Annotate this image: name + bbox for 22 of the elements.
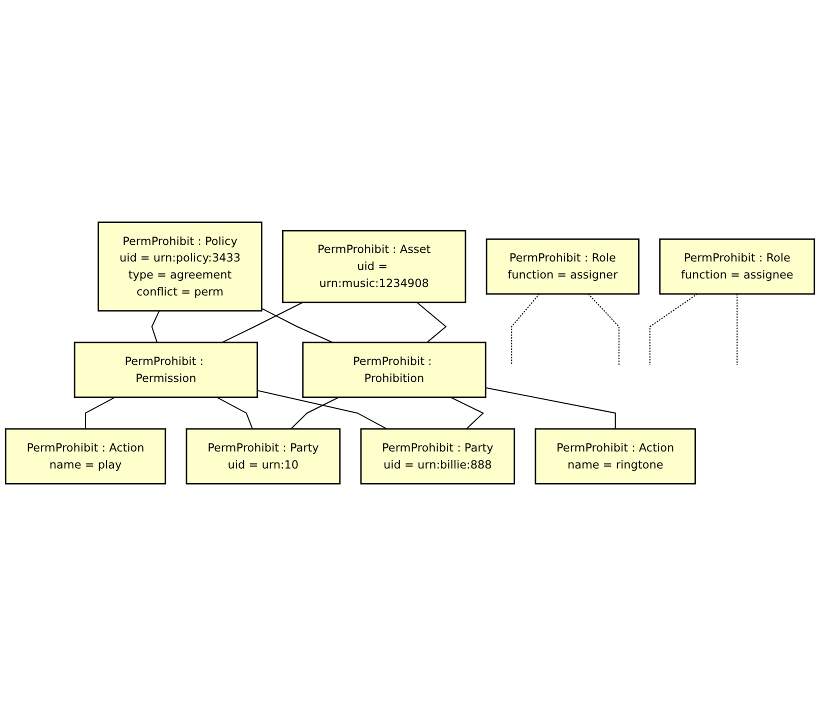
connector: [649, 294, 698, 365]
node-box: PermProhibit : Prohibition: [302, 342, 486, 398]
connector: [511, 294, 540, 365]
connector: [216, 396, 253, 430]
connector: [222, 302, 304, 343]
node-box: PermProhibit : Party uid = urn:10: [186, 428, 341, 484]
node-box: PermProhibit : Action name = play: [4, 428, 166, 484]
node-box: PermProhibit : Role function = assigner: [486, 238, 640, 295]
node-box: PermProhibit : Role function = assignee: [659, 238, 816, 295]
node-box: PermProhibit : Policy uid = urn:policy:3433 type = agreement conflict = perm: [98, 222, 262, 312]
connector: [84, 396, 116, 429]
node-box: PermProhibit : Action name = ringtone: [534, 428, 696, 484]
connector: [290, 396, 340, 430]
node-box: PermProhibit : Asset uid = urn:music:1234908: [282, 230, 466, 304]
node-box: PermProhibit : Party uid = urn:billie:888: [360, 428, 516, 484]
connector: [151, 310, 160, 343]
connector: [486, 387, 616, 429]
connector: [261, 308, 333, 343]
connector: [257, 390, 388, 430]
connector: [588, 294, 620, 365]
node-box: PermProhibit : Permission: [74, 342, 258, 398]
connector: [736, 294, 738, 365]
